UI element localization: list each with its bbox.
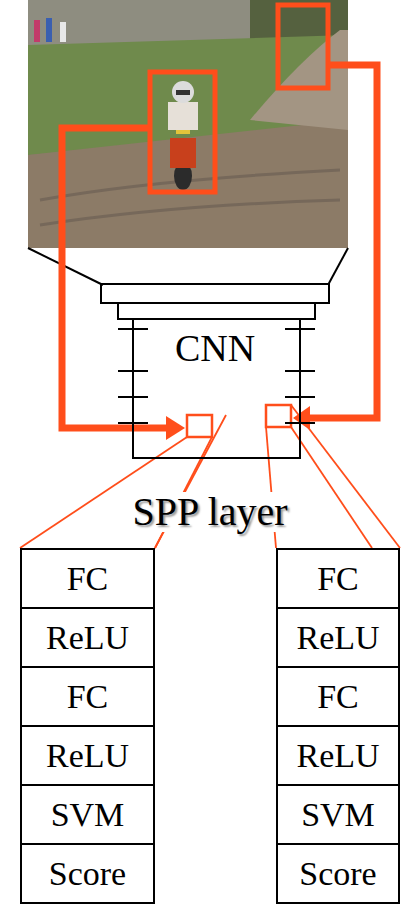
spp-label: SPP layer	[128, 492, 291, 532]
svm-layer: SVM	[20, 784, 155, 845]
relu-layer: ReLU	[276, 725, 400, 786]
mapping-arrow	[62, 128, 168, 428]
cnn-plate	[101, 284, 329, 303]
cnn-plate	[118, 303, 315, 319]
cnn-tick	[118, 396, 148, 398]
layer-name: FC	[317, 680, 359, 714]
cnn-tick	[285, 396, 315, 398]
photo	[28, 0, 348, 248]
layer-name: FC	[67, 680, 109, 714]
fc-layer: FC	[20, 666, 155, 727]
layer-name: ReLU	[296, 739, 379, 773]
photo-flag	[46, 18, 52, 42]
layer-name: Score	[299, 857, 376, 891]
projection-line	[328, 248, 348, 285]
bike-body	[170, 138, 196, 168]
relu-layer: ReLU	[20, 607, 155, 668]
cnn-tick	[118, 422, 148, 424]
feature-window	[187, 415, 212, 437]
fan-line	[291, 405, 400, 548]
cnn-tick	[285, 422, 315, 424]
score-box: Score	[20, 843, 155, 904]
photo-rut	[40, 200, 340, 225]
cnn-tick	[285, 370, 315, 372]
fc-layer: FC	[276, 666, 400, 727]
layer-name: ReLU	[46, 739, 129, 773]
cnn-tick	[285, 328, 315, 330]
mapping-arrow	[308, 65, 377, 418]
cnn-outline	[100, 283, 330, 460]
cnn-tick	[118, 370, 148, 372]
layer-name: CNN	[100, 329, 330, 367]
layer-name: FC	[317, 562, 359, 596]
layer-name: FC	[67, 562, 109, 596]
layer-name: ReLU	[296, 621, 379, 655]
rider-visor	[176, 90, 190, 95]
photo-ground	[28, 0, 348, 248]
relu-layer: ReLU	[276, 607, 400, 668]
arrowhead	[166, 416, 185, 440]
region-box	[150, 72, 215, 192]
layer-label: SPP layer	[60, 492, 360, 532]
rider-jersey	[168, 102, 198, 130]
layer-name: SVM	[51, 798, 125, 832]
photo-flag	[60, 22, 66, 42]
layer-name: Score	[49, 857, 126, 891]
photo-flag	[34, 20, 40, 42]
score-box: Score	[276, 843, 400, 904]
fc-layer: FC	[276, 548, 400, 609]
layer-name: ReLU	[46, 621, 129, 655]
cnn-block: CNN	[100, 283, 330, 460]
fc-layer: FC	[20, 548, 155, 609]
photo-dust	[250, 30, 348, 130]
rider-helmet	[172, 81, 194, 103]
photo-track	[28, 120, 348, 248]
relu-layer: ReLU	[20, 725, 155, 786]
svm-layer: SVM	[276, 784, 400, 845]
layer-name: SVM	[301, 798, 375, 832]
fan-line	[291, 427, 372, 548]
cnn-tick	[118, 328, 148, 330]
region-box	[278, 5, 328, 88]
